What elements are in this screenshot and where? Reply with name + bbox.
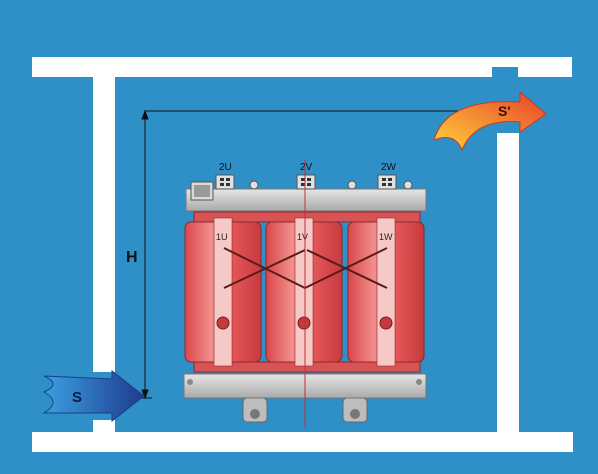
inlet-arrow-shape (42, 369, 145, 423)
outlet-arrow-shape (433, 90, 547, 152)
label-2w: 2W (381, 162, 397, 173)
top-frame (185, 188, 427, 212)
lifting-lug-right (403, 180, 413, 190)
label-1v: 1V (297, 232, 308, 242)
bushing-w (377, 174, 397, 190)
top-wall (32, 57, 492, 77)
bottom-wall (32, 432, 573, 452)
outlet-label: S' (498, 103, 511, 119)
label-2v: 2V (300, 162, 313, 173)
height-label: H (126, 249, 138, 266)
bushing-v (296, 174, 316, 190)
right-wall (497, 133, 519, 432)
left-wall-lower (93, 420, 115, 432)
label-1u: 1U (216, 232, 228, 242)
wheel-right (342, 397, 368, 423)
air-inlet-arrow: S (42, 369, 145, 423)
bushing-u (215, 174, 235, 190)
top-wall-notch (492, 57, 518, 67)
delta-connections (223, 247, 388, 289)
air-outlet-arrow: S' (433, 90, 547, 152)
inlet-label: S (72, 389, 82, 406)
enclosure (32, 57, 573, 452)
top-wall-right (518, 57, 572, 77)
wheel-left (242, 397, 268, 423)
lifting-lug-left (249, 180, 259, 190)
label-2u: 2U (219, 162, 232, 173)
transformer: 2U 2V 2W 1U 1V 1W (183, 160, 427, 428)
label-1w: 1W (379, 232, 393, 242)
left-wall-upper (93, 77, 115, 372)
lifting-lug-mid (347, 180, 357, 190)
